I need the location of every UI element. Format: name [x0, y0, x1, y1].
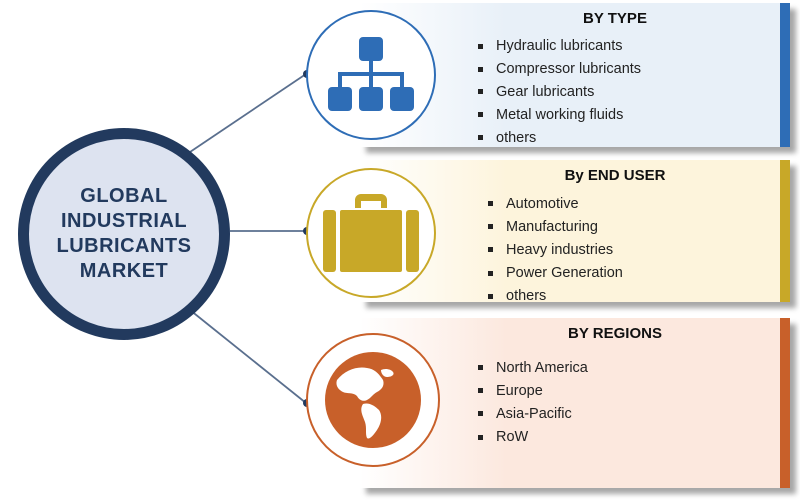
list-item: Europe [478, 379, 588, 402]
list-item-label: Power Generation [506, 265, 623, 282]
bullet-icon [488, 224, 493, 230]
bullet-icon [478, 434, 483, 440]
list-item-label: Manufacturing [506, 218, 598, 235]
segment-icon-ring-by-type [306, 10, 436, 140]
list-item-label: RoW [496, 429, 529, 446]
list-item-label: Hydraulic lubricants [496, 38, 623, 55]
bullet-icon [478, 411, 483, 417]
market-hub: GLOBAL INDUSTRIAL LUBRICANTS MARKET [18, 128, 230, 340]
bullet-icon [478, 112, 483, 118]
list-item: Power Generation [488, 262, 623, 285]
list-item-label: others [506, 288, 547, 305]
hub-title: GLOBAL INDUSTRIAL LUBRICANTS MARKET [56, 185, 192, 282]
bullet-icon [478, 388, 483, 394]
hierarchy-icon [328, 37, 414, 111]
list-item-label: others [496, 129, 537, 146]
segment-icon-ring-by-end-user [306, 168, 436, 298]
list-item-label: Gear lubricants [496, 83, 595, 100]
list-item-label: Heavy industries [506, 241, 614, 258]
list-item: North America [478, 356, 588, 379]
list-item: Gear lubricants [478, 81, 641, 104]
segment-title: By END USER [564, 167, 666, 184]
list-item: Metal working fluids [478, 103, 641, 126]
bullet-icon [478, 43, 483, 49]
briefcase-icon [323, 194, 419, 272]
bullet-icon [488, 270, 493, 276]
connector-regions [189, 309, 307, 404]
list-item-label: Automotive [506, 195, 579, 212]
list-item: Hydraulic lubricants [478, 35, 641, 58]
segment-title: BY TYPE [583, 10, 647, 27]
list-item: RoW [478, 426, 588, 449]
list-item: Compressor lubricants [478, 58, 641, 81]
segment-icon-ring-by-regions [306, 333, 440, 467]
list-item-label: North America [496, 359, 588, 376]
bullet-icon [488, 247, 493, 253]
list-item: Automotive [488, 192, 623, 215]
bullet-icon [478, 66, 483, 72]
segment-title: BY REGIONS [568, 325, 662, 342]
list-item-label: Europe [496, 382, 543, 399]
list-item-label: Compressor lubricants [496, 61, 642, 78]
globe-icon [325, 352, 421, 448]
segment-list: North America Europe Asia-Pacific RoW [478, 356, 588, 449]
list-item: Manufacturing [488, 215, 623, 238]
bullet-icon [478, 89, 483, 95]
list-item-label: Metal working fluids [496, 106, 624, 123]
list-item: others [488, 285, 623, 308]
bullet-icon [488, 293, 493, 299]
segment-list: Hydraulic lubricants Compressor lubrican… [478, 35, 641, 149]
list-item: Asia-Pacific [478, 402, 588, 425]
list-item: others [478, 126, 641, 149]
bullet-icon [478, 365, 483, 371]
list-item-label: Asia-Pacific [496, 405, 572, 422]
bullet-icon [488, 201, 493, 207]
connector-type [189, 73, 307, 153]
segment-list: Automotive Manufacturing Heavy industrie… [488, 192, 623, 308]
list-item: Heavy industries [488, 238, 623, 261]
bullet-icon [478, 135, 483, 141]
